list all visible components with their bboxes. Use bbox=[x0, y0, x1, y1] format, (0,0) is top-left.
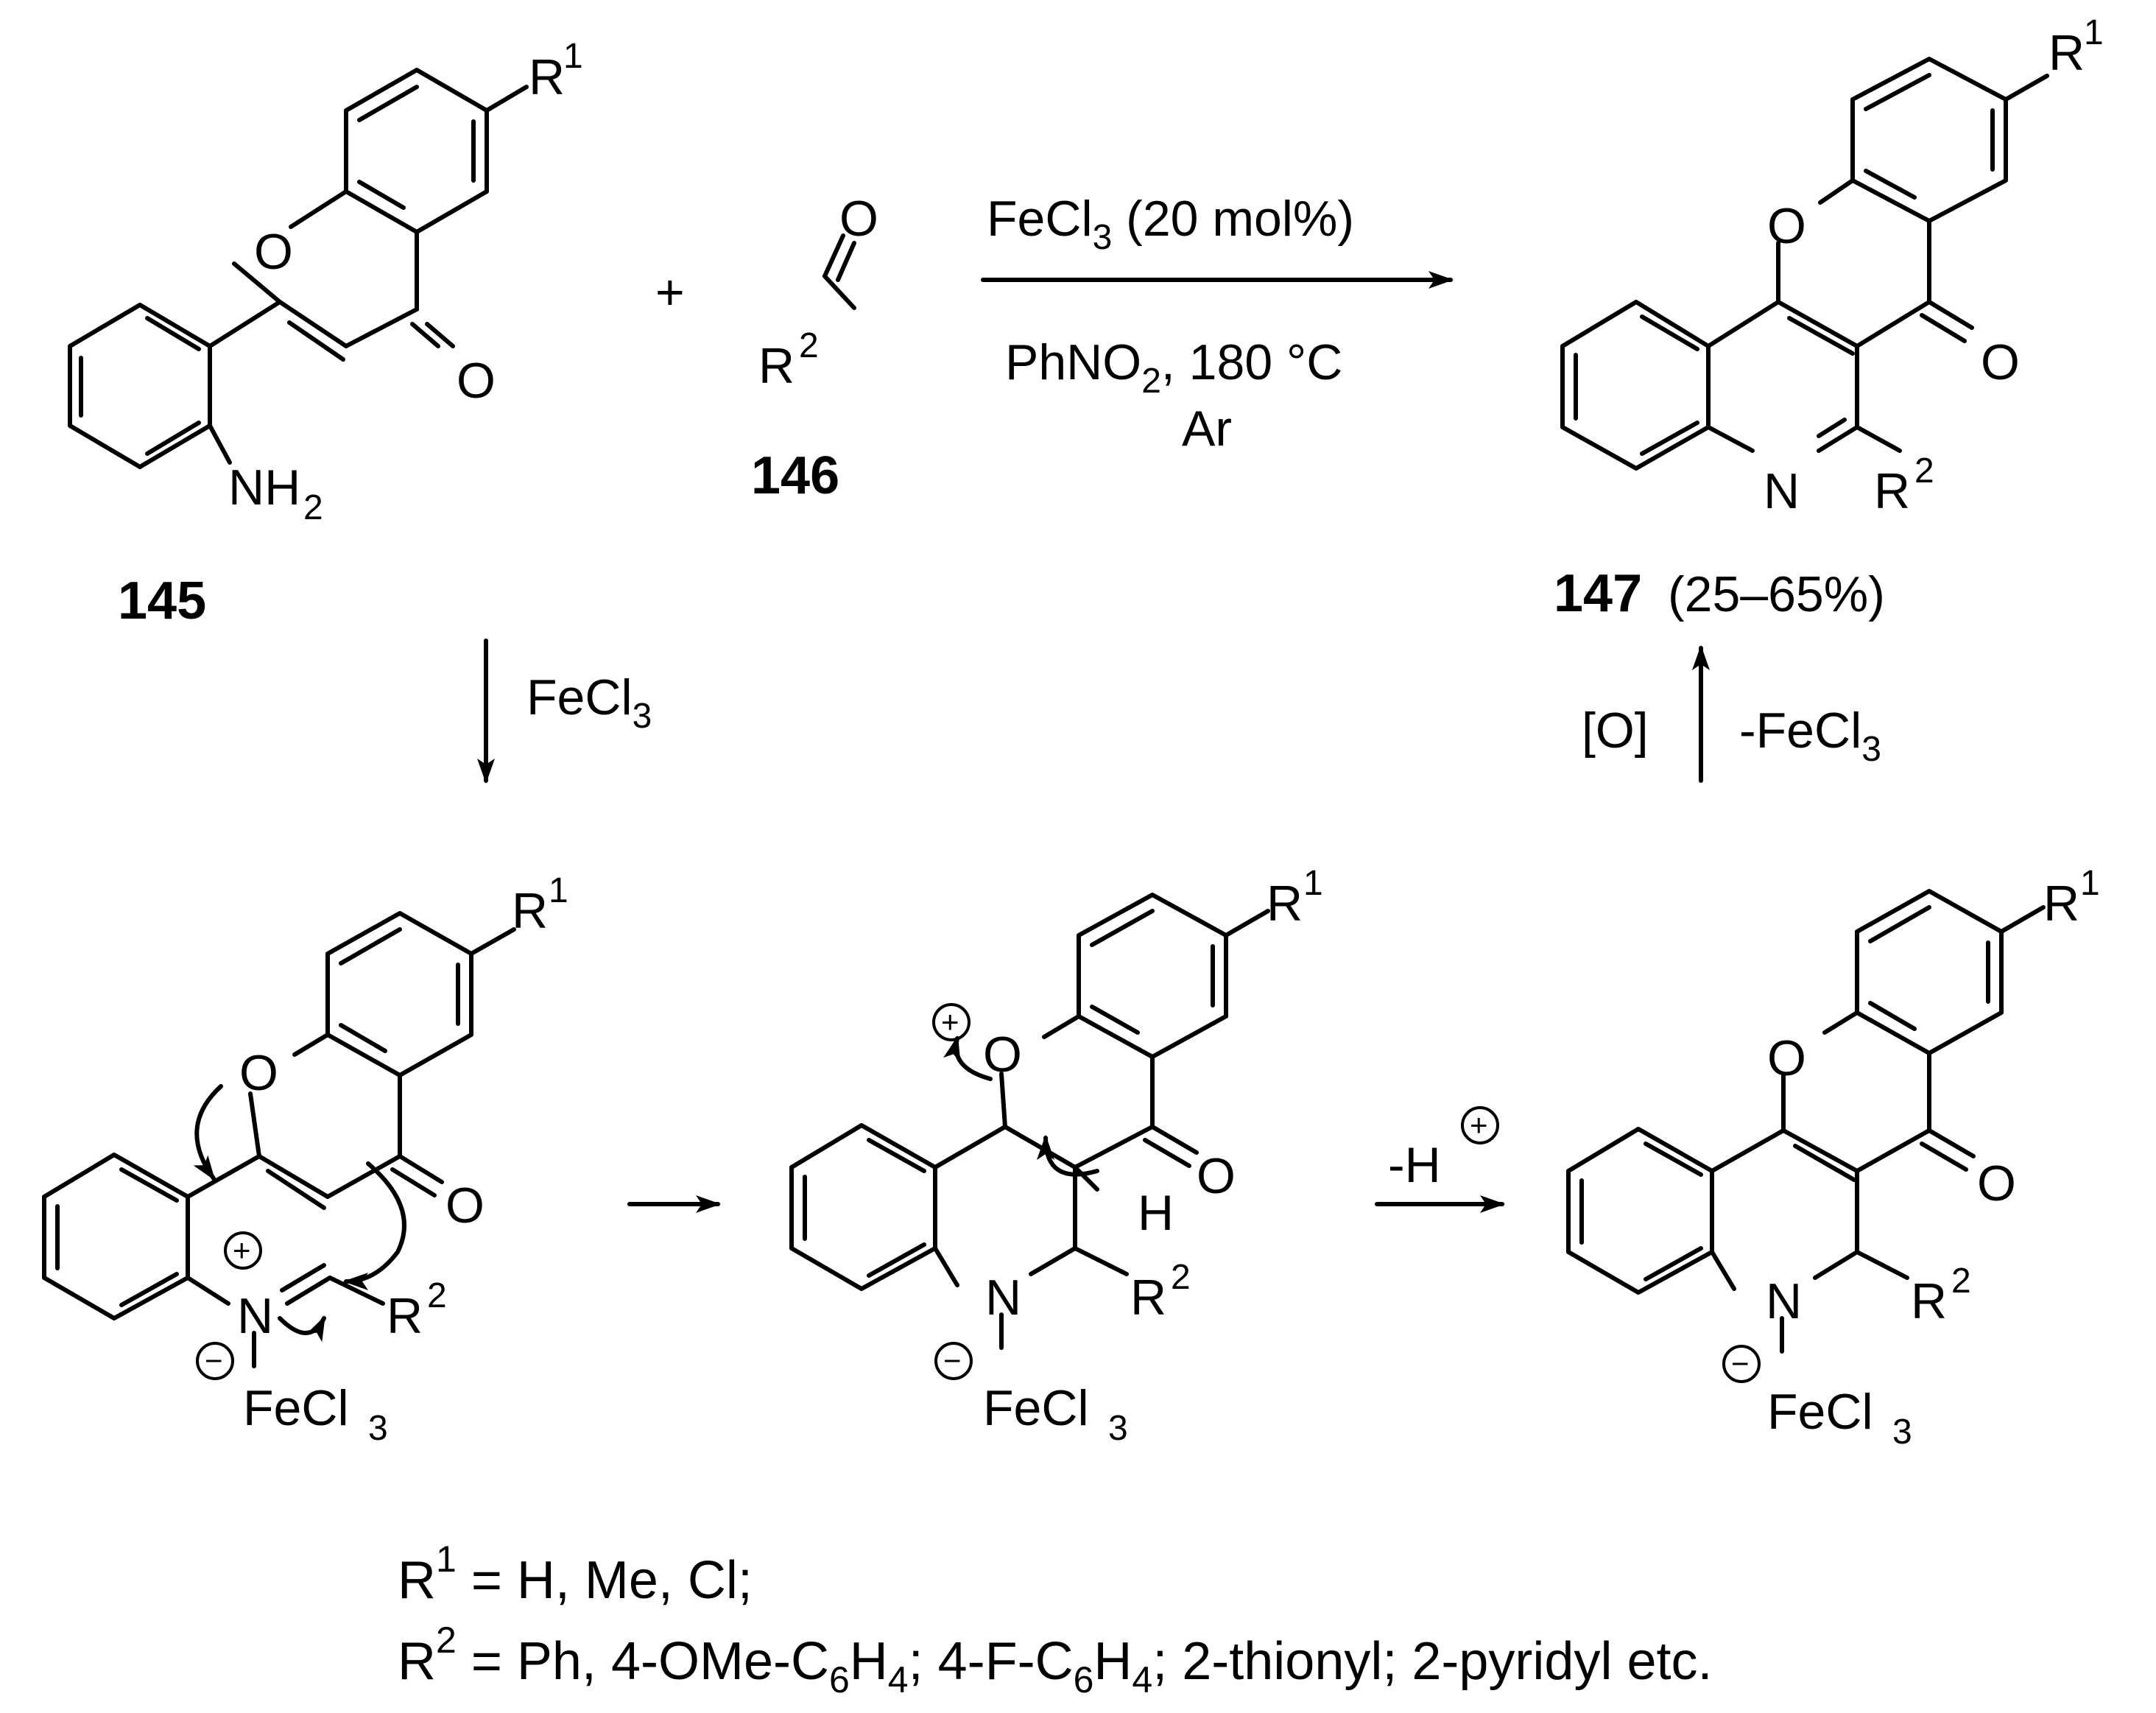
atom-n: N bbox=[1764, 463, 1800, 519]
atom-o: O bbox=[983, 1027, 1022, 1083]
atom-r: R bbox=[1874, 463, 1910, 519]
legend-r2-line: R2 = Ph, 4-OMe-C6H4; 4-F-C6H4; 2-thionyl… bbox=[398, 1619, 1713, 1700]
plus-charge-circle-3 bbox=[1461, 1106, 1499, 1144]
atom-r-sup: 1 bbox=[2080, 864, 2100, 903]
atom-minus: − bbox=[205, 1343, 223, 1378]
condition-oxidation: [O] bbox=[1582, 703, 1649, 759]
compound-145-structure bbox=[68, 68, 529, 469]
legend-r1-line: R1 = H, Me, Cl; bbox=[398, 1538, 753, 1610]
atom-minus: − bbox=[1731, 1346, 1750, 1381]
intermediate-deprotonated-structure bbox=[1566, 889, 2046, 1354]
intermediate-cyclized-structure bbox=[789, 893, 1270, 1350]
atom-r: R bbox=[387, 1288, 423, 1344]
atom-r: R bbox=[512, 883, 548, 939]
atom-r-sup: 2 bbox=[1914, 451, 1934, 490]
atom-r-sup: 2 bbox=[799, 326, 819, 365]
minus-charge-circle-1 bbox=[196, 1342, 234, 1380]
intermediate-iminium-structure bbox=[42, 911, 516, 1368]
minus-charge-circle-3 bbox=[1722, 1345, 1761, 1383]
compound-147-label: 147 bbox=[1554, 564, 1642, 623]
atom-h: H bbox=[1138, 1185, 1174, 1241]
condition-atmosphere: Ar bbox=[1182, 401, 1232, 457]
atom-o: O bbox=[445, 1178, 485, 1234]
atom-o: O bbox=[254, 224, 293, 280]
atom-fe: FeCl bbox=[1767, 1384, 1873, 1440]
condition-deprotonation: -H bbox=[1388, 1137, 1441, 1193]
atom-r-sup: 1 bbox=[2084, 13, 2104, 52]
atom-o: O bbox=[1977, 1156, 2016, 1211]
atom-o: O bbox=[839, 191, 878, 247]
atom-r-sup: 1 bbox=[549, 871, 568, 910]
atom-r: R bbox=[758, 338, 795, 394]
atom-o: O bbox=[1981, 334, 2020, 390]
atom-nh: NH bbox=[228, 460, 300, 516]
deprotonation-plus: + bbox=[1470, 1108, 1488, 1142]
atom-r: R bbox=[529, 49, 565, 105]
atom-r: R bbox=[2048, 25, 2085, 81]
atom-r: R bbox=[1911, 1273, 1947, 1329]
condition-down-reagent: FeCl3 bbox=[526, 669, 652, 736]
atom-n: N bbox=[1766, 1273, 1802, 1329]
atom-o: O bbox=[1767, 198, 1806, 254]
atom-minus: − bbox=[943, 1343, 962, 1378]
atom-plus: + bbox=[941, 1005, 959, 1039]
atom-r-sup: 2 bbox=[1951, 1262, 1971, 1301]
atom-fe: FeCl bbox=[983, 1380, 1089, 1436]
atom-o: O bbox=[1197, 1148, 1236, 1204]
atom-r-sup: 2 bbox=[1171, 1258, 1191, 1297]
compound-147-yield: (25–65%) bbox=[1668, 566, 1885, 622]
condition-fecl3-loss: -FeCl3 bbox=[1739, 703, 1881, 769]
compound-146-label: 146 bbox=[751, 446, 839, 505]
atom-fe: FeCl bbox=[243, 1380, 349, 1436]
condition-catalyst: FeCl3 (20 mol%) bbox=[987, 191, 1354, 257]
atom-r: R bbox=[2043, 876, 2079, 932]
minus-charge-circle-2 bbox=[934, 1342, 973, 1380]
plus-charge-circle-2 bbox=[932, 1003, 970, 1041]
atom-fe-sub: 3 bbox=[1892, 1413, 1912, 1452]
atom-o: O bbox=[1767, 1030, 1806, 1086]
compound-147-structure bbox=[1560, 57, 2049, 471]
atom-plus: + bbox=[233, 1233, 251, 1267]
atom-nh-sub: 2 bbox=[303, 488, 323, 527]
atom-r-sup: 1 bbox=[563, 37, 583, 76]
atom-fe-sub: 3 bbox=[368, 1409, 388, 1448]
atom-fe-sub: 3 bbox=[1108, 1409, 1128, 1448]
atom-r: R bbox=[1267, 876, 1303, 932]
compound-146-structure bbox=[822, 233, 856, 310]
atom-r: R bbox=[1130, 1270, 1166, 1326]
condition-solvent-temp: PhNO2, 180 °C bbox=[1005, 334, 1342, 401]
atom-r-sup: 2 bbox=[427, 1276, 447, 1315]
atom-n: N bbox=[985, 1270, 1021, 1326]
compound-145-label: 145 bbox=[118, 571, 206, 630]
atom-n: N bbox=[237, 1288, 273, 1344]
atom-o: O bbox=[457, 353, 496, 409]
plus-sign: + bbox=[655, 264, 685, 320]
plus-charge-circle-1 bbox=[224, 1231, 262, 1270]
atom-r-sup: 1 bbox=[1303, 864, 1323, 903]
atom-o: O bbox=[239, 1045, 278, 1101]
